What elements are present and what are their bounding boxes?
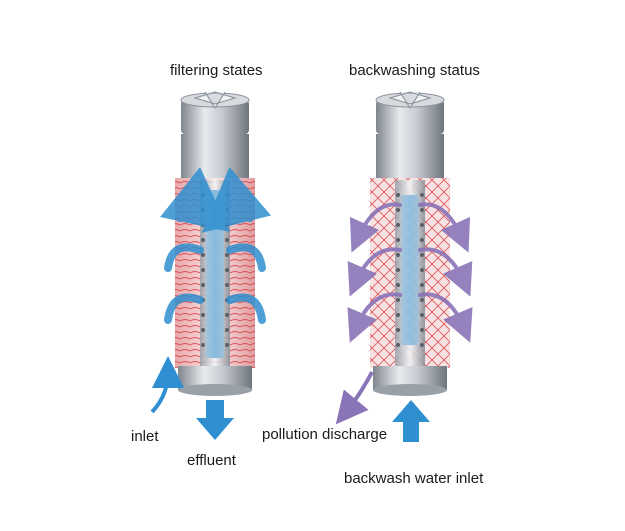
neck xyxy=(376,134,444,180)
pollution-discharge-arrow xyxy=(335,371,374,425)
filtering-filter xyxy=(150,91,272,440)
effluent-label: effluent xyxy=(187,452,236,469)
backwashing-status-title: backwashing status xyxy=(349,62,480,79)
effluent-arrow xyxy=(196,400,234,440)
inlet-arrow xyxy=(150,356,184,414)
inlet-label: inlet xyxy=(131,428,159,445)
outflow-arrows xyxy=(347,202,473,343)
pollution-discharge-label: pollution discharge xyxy=(262,426,388,443)
backwash-inlet-arrow xyxy=(392,400,430,442)
backwashing-filter xyxy=(335,91,473,442)
neck xyxy=(181,134,249,180)
top-cap xyxy=(376,100,444,134)
backwash-water-inlet-label: backwash water inlet xyxy=(344,470,484,487)
top-cap xyxy=(181,100,249,134)
inflow-arrows xyxy=(160,166,272,324)
perforations xyxy=(396,193,424,347)
filtering-states-title: filtering states xyxy=(170,62,263,79)
